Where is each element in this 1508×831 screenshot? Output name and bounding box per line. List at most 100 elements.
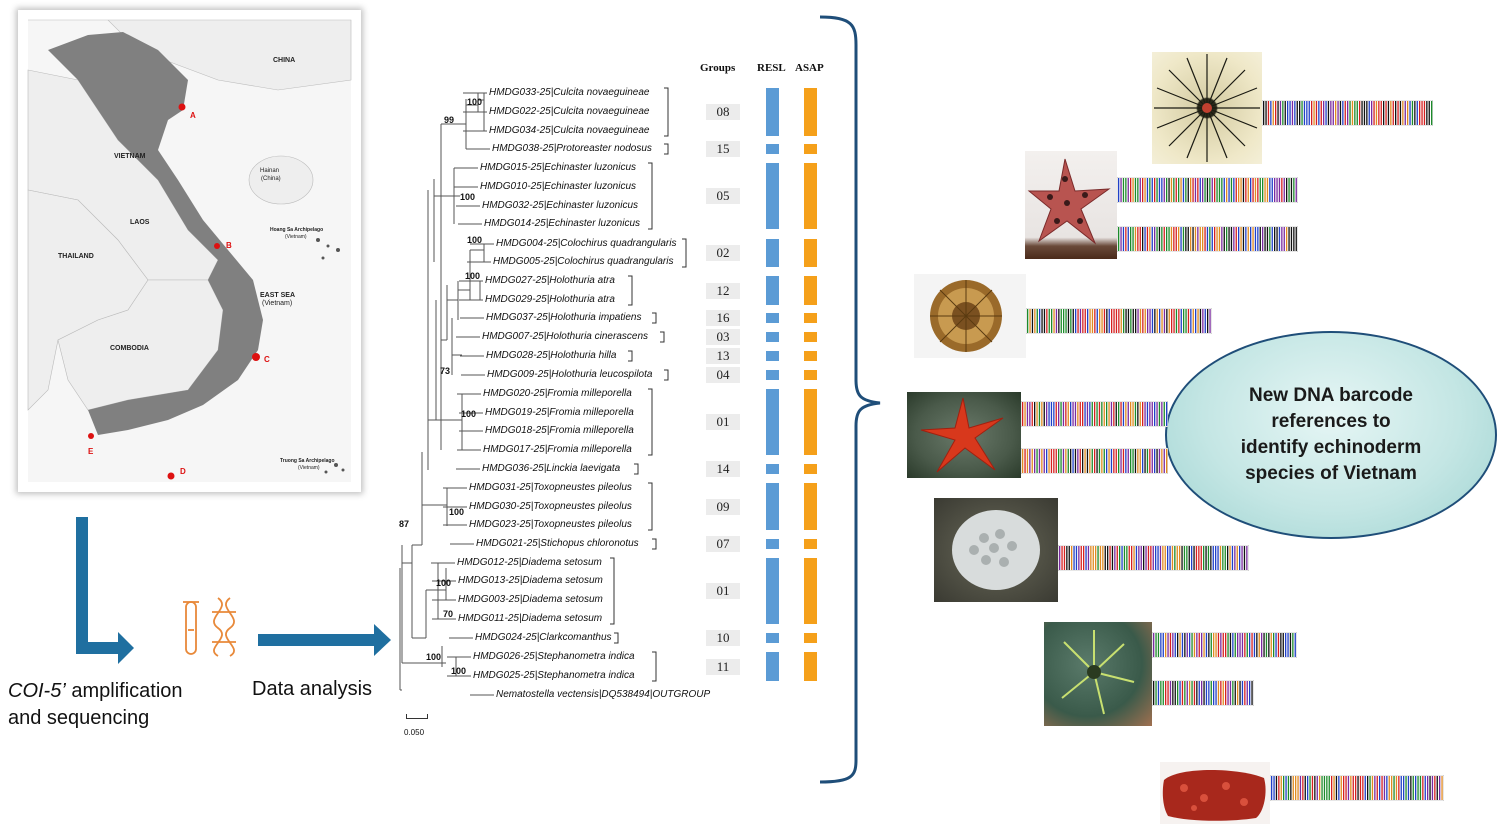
barcode-stripe — [1151, 402, 1153, 426]
barcode-stripe — [1245, 227, 1247, 251]
barcode-stripe — [1115, 449, 1117, 473]
barcode-stripe — [1362, 776, 1364, 800]
barcode-stripe — [1262, 178, 1264, 202]
photo-diadema-setosum — [1152, 52, 1262, 164]
scale-label: 0.050 — [404, 728, 425, 737]
resl-bar-0 — [766, 88, 779, 136]
barcode-stripe — [1075, 309, 1077, 333]
barcode-stripe — [1205, 546, 1207, 570]
barcode-stripe — [1038, 449, 1041, 473]
barcode-stripe — [1265, 101, 1267, 125]
label-hoang-sa: Hoang Sa Archipelago — [270, 227, 323, 233]
barcode-stripe — [1335, 101, 1337, 125]
barcode-stripe — [1286, 227, 1288, 251]
barcode-stripe — [1125, 449, 1127, 473]
barcode-stripe — [1118, 178, 1120, 202]
label-thailand: THAILAND — [58, 253, 94, 260]
barcode-stripe — [1210, 546, 1212, 570]
barcode-stripe — [1250, 227, 1252, 251]
barcode-stripe — [1115, 309, 1118, 333]
barcode-stripe — [1210, 681, 1212, 705]
barcode-stripe — [1232, 681, 1234, 705]
barcode-stripe — [1383, 776, 1386, 800]
label-truong-sa-sub: (Vietnam) — [298, 465, 320, 471]
barcode-stripe — [1175, 227, 1177, 251]
barcode-stripe — [1154, 402, 1156, 426]
resl-bar-12 — [766, 539, 779, 549]
barcode-stripe — [1127, 227, 1129, 251]
barcode-stripe — [1165, 681, 1167, 705]
barcode-stripe — [1155, 633, 1157, 657]
barcode-stripe — [1405, 776, 1407, 800]
barcode-stripe — [1029, 402, 1031, 426]
barcode-stripe — [1179, 681, 1181, 705]
barcode-stripe — [1152, 546, 1154, 570]
barcode-stripe — [1383, 101, 1385, 125]
barcode-stripe — [1192, 227, 1194, 251]
barcode-stripe — [1043, 449, 1045, 473]
barcode-stripe — [1147, 309, 1149, 333]
barcode-stripe — [1172, 681, 1174, 705]
barcode-stripe — [1271, 227, 1273, 251]
taxon-label-32: Nematostella vectensis|DQ538494|OUTGROUP — [496, 689, 711, 700]
barcode-stripe — [1226, 227, 1228, 251]
group-bracket-12 — [652, 538, 657, 550]
barcode-stripe — [1111, 309, 1113, 333]
barcode-stripe — [1194, 227, 1197, 251]
barcode-stripe — [1166, 227, 1168, 251]
group-bracket-0 — [664, 87, 669, 137]
barcode-stripe — [1283, 227, 1285, 251]
barcode-stripe — [1072, 309, 1074, 333]
barcode-stripe — [1240, 227, 1242, 251]
barcode-stripe — [1067, 449, 1069, 473]
barcode-stripe — [1166, 402, 1168, 426]
barcode-stripe — [1436, 776, 1438, 800]
barcode-stripe — [1400, 776, 1402, 800]
barcode-stripe — [1254, 178, 1257, 202]
barcode-stripe — [1144, 178, 1146, 202]
taxon-label-4: HMDG015-25|Echinaster luzonicus — [480, 162, 637, 173]
barcode-stripe — [1285, 633, 1287, 657]
barcode-stripe — [1201, 633, 1203, 657]
bootstrap-value-2: 100 — [460, 192, 476, 202]
sampling-point-b — [214, 243, 220, 249]
barcode-stripe — [1241, 546, 1243, 570]
taxon-label-15: HMDG009-25|Holothuria leucospilota — [487, 369, 653, 380]
barcode-stripe — [1125, 178, 1127, 202]
barcode-stripe — [1091, 402, 1093, 426]
barcode-stripe — [1241, 633, 1244, 657]
barcode-stripe — [1101, 449, 1103, 473]
barcode-stripe — [1157, 681, 1160, 705]
barcode-stripe — [1050, 402, 1053, 426]
barcode-stripe — [1295, 776, 1297, 800]
barcode-stripe — [1280, 776, 1282, 800]
barcode-stripe — [1203, 681, 1205, 705]
barcode-stripe — [1077, 449, 1079, 473]
barcode-stripe — [1151, 449, 1153, 473]
conclusion-line-3: identify echinoderm — [1240, 437, 1422, 458]
barcode-stripe — [1048, 402, 1050, 426]
barcode-stripe — [1266, 178, 1269, 202]
taxon-label-19: HMDG017-25|Fromia milleporella — [483, 444, 632, 455]
barcode-stripe — [1299, 101, 1301, 125]
resl-bar-2 — [766, 163, 779, 229]
barcode-stripe — [1169, 633, 1172, 657]
barcode-stripe — [1347, 776, 1350, 800]
barcode-stripe — [1246, 546, 1248, 570]
barcode-stripe — [1027, 309, 1029, 333]
barcode-stripe — [1154, 449, 1156, 473]
barcode-stripe — [1289, 633, 1292, 657]
barcode-stripe — [1131, 546, 1133, 570]
barcode-stripe — [1055, 402, 1057, 426]
barcode-stripe — [1180, 178, 1182, 202]
barcode-stripe — [1024, 402, 1026, 426]
barcode-stripe — [1380, 101, 1382, 125]
barcode-stripe — [1391, 776, 1393, 800]
barcode-stripe — [1271, 178, 1273, 202]
resl-bar-11 — [766, 483, 779, 530]
barcode-stripe — [1090, 546, 1092, 570]
barcode-stripe — [1164, 546, 1166, 570]
barcode-stripe — [1332, 101, 1334, 125]
barcode-stripe — [1089, 449, 1091, 473]
barcode-stripe — [1104, 546, 1106, 570]
